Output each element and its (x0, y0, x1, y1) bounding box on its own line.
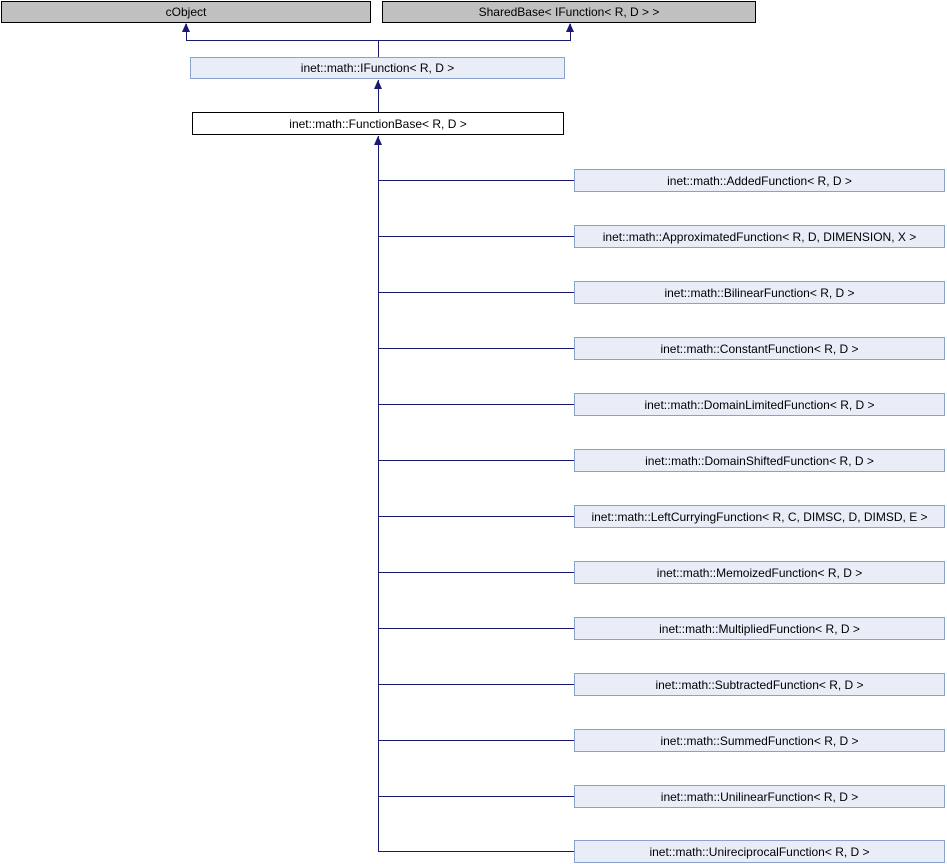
class-node-label: inet::math::LeftCurryingFunction< R, C, … (591, 509, 928, 524)
class-node-functionbase: inet::math::FunctionBase< R, D > (192, 112, 564, 135)
class-node-approximatedfunction[interactable]: inet::math::ApproximatedFunction< R, D, … (574, 225, 945, 248)
class-node-subtractedfunction[interactable]: inet::math::SubtractedFunction< R, D > (574, 673, 945, 696)
arrowhead-to-sharedbase-icon (566, 23, 574, 32)
arrowhead-to-cobject-icon (182, 23, 190, 32)
class-node-constantfunction[interactable]: inet::math::ConstantFunction< R, D > (574, 337, 945, 360)
edge-stem-to-sharedbase (570, 24, 571, 41)
edge-stem-to-cobject (186, 24, 187, 41)
edge-functionbase-to-ifunction (378, 80, 379, 112)
class-node-label: inet::math::MemoizedFunction< R, D > (656, 565, 863, 580)
class-node-domainlimitedfunction[interactable]: inet::math::DomainLimitedFunction< R, D … (574, 393, 945, 416)
class-node-label: inet::math::ConstantFunction< R, D > (660, 341, 859, 356)
class-node-domainshiftedfunction[interactable]: inet::math::DomainShiftedFunction< R, D … (574, 449, 945, 472)
class-node-label: cObject (165, 5, 207, 19)
class-node-label: inet::math::AddedFunction< R, D > (667, 173, 852, 188)
class-node-unireciprocalfunction[interactable]: inet::math::UnireciprocalFunction< R, D … (574, 840, 945, 863)
edge-branch-unireciprocalfunction (378, 851, 574, 852)
class-node-label: inet::math::UnilinearFunction< R, D > (660, 789, 859, 804)
class-node-addedfunction[interactable]: inet::math::AddedFunction< R, D > (574, 169, 945, 192)
edge-branch-summedfunction (378, 740, 574, 741)
arrowhead-to-ifunction-icon (374, 80, 382, 89)
class-node-label: inet::math::SummedFunction< R, D > (660, 733, 859, 748)
class-node-label: SharedBase< IFunction< R, D > > (478, 5, 660, 19)
class-node-memoizedfunction[interactable]: inet::math::MemoizedFunction< R, D > (574, 561, 945, 584)
class-node-leftcurryingfunction[interactable]: inet::math::LeftCurryingFunction< R, C, … (574, 505, 945, 528)
edge-branch-domainlimitedfunction (378, 404, 574, 405)
edge-branch-subtractedfunction (378, 684, 574, 685)
class-node-label: inet::math::UnireciprocalFunction< R, D … (649, 844, 870, 859)
edge-branch-domainshiftedfunction (378, 460, 574, 461)
edge-branch-memoizedfunction (378, 572, 574, 573)
class-node-label: inet::math::MultipliedFunction< R, D > (659, 621, 860, 636)
class-node-multipliedfunction[interactable]: inet::math::MultipliedFunction< R, D > (574, 617, 945, 640)
edge-branch-constantfunction (378, 348, 574, 349)
edge-branch-bilinearfunction (378, 292, 574, 293)
edge-branch-multipliedfunction (378, 628, 574, 629)
class-node-label: inet::math::ApproximatedFunction< R, D, … (602, 229, 917, 244)
class-node-label: inet::math::DomainShiftedFunction< R, D … (645, 453, 874, 468)
class-node-bilinearfunction[interactable]: inet::math::BilinearFunction< R, D > (574, 281, 945, 304)
edge-stub-ifunction-top (378, 40, 379, 57)
class-node-label: inet::math::FunctionBase< R, D > (289, 116, 467, 131)
class-node-label: inet::math::SubtractedFunction< R, D > (655, 677, 864, 692)
class-node-sharedbase: SharedBase< IFunction< R, D > > (382, 1, 756, 23)
class-node-label: inet::math::DomainLimitedFunction< R, D … (644, 397, 875, 412)
class-node-cobject: cObject (1, 1, 371, 23)
class-node-summedfunction[interactable]: inet::math::SummedFunction< R, D > (574, 729, 945, 752)
class-node-label: inet::math::BilinearFunction< R, D > (664, 285, 855, 300)
edge-branch-leftcurryingfunction (378, 516, 574, 517)
class-node-ifunction[interactable]: inet::math::IFunction< R, D > (190, 57, 565, 79)
arrowhead-to-functionbase-icon (374, 136, 382, 145)
edge-branch-addedfunction (378, 180, 574, 181)
class-node-unilinearfunction[interactable]: inet::math::UnilinearFunction< R, D > (574, 785, 945, 808)
edge-branch-approximatedfunction (378, 236, 574, 237)
class-node-label: inet::math::IFunction< R, D > (300, 61, 455, 75)
edge-trunk-derived (378, 136, 379, 851)
edge-branch-unilinearfunction (378, 796, 574, 797)
